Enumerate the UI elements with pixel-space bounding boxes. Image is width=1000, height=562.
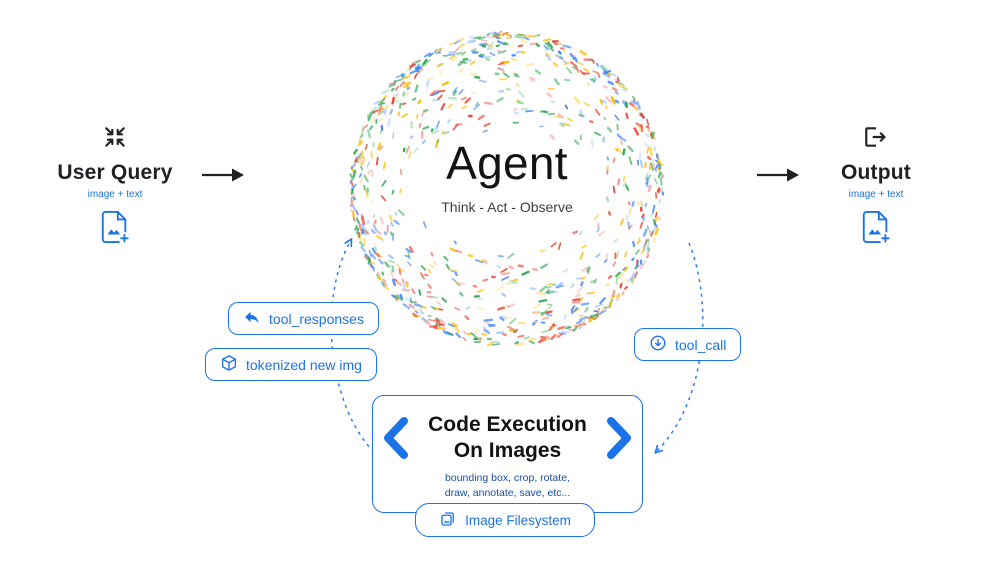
chevron-right-icon: [606, 416, 632, 465]
code-execution-caption-line2: draw, annotate, save, etc...: [444, 486, 571, 499]
dashed-loop-left: [330, 237, 375, 453]
circle-down-arrow-icon: [649, 334, 667, 355]
tool-responses-label: tool_responses: [269, 310, 364, 327]
collapse-arrows-icon: [102, 127, 128, 154]
output-subtitle: image + text: [848, 189, 904, 200]
image-filesystem-box: Image Filesystem: [415, 503, 595, 537]
user-query-node: User Query image + text: [35, 124, 195, 250]
tokenized-new-img-box: tokenized new img: [205, 348, 377, 381]
document-image-plus-icon: [35, 209, 195, 250]
code-execution-box: Code Execution On Images bounding box, c…: [372, 395, 643, 513]
document-image-plus-icon: [796, 209, 956, 250]
tool-responses-box: tool_responses: [228, 302, 379, 335]
agent-title: Agent: [446, 137, 568, 189]
output-title: Output: [840, 161, 911, 184]
image-filesystem-label: Image Filesystem: [465, 512, 571, 528]
user-query-title: User Query: [57, 161, 173, 184]
code-execution-title-line1: Code Execution: [428, 413, 587, 436]
agent-subtitle: Think - Act - Observe: [441, 199, 573, 215]
tool-call-label: tool_call: [675, 336, 727, 353]
output-node: Output image + text: [796, 124, 956, 250]
tool-call-box: tool_call: [634, 328, 742, 361]
output-icon: [863, 127, 889, 154]
code-execution-title-line2: On Images: [453, 438, 562, 462]
tokenized-new-img-label: tokenized new img: [246, 356, 362, 373]
cube-icon: [220, 354, 238, 375]
code-execution-caption-line1: bounding box, crop, rotate,: [445, 472, 570, 485]
agent-node: Agent Think - Act - Observe: [357, 136, 657, 215]
return-arrow-icon: [243, 308, 261, 329]
chevron-left-icon: [383, 416, 409, 465]
image-filesystem-icon: [439, 510, 457, 531]
user-query-subtitle: image + text: [87, 189, 143, 200]
agent-dot-sphere: [337, 19, 677, 359]
dashed-loop-right: [654, 242, 704, 454]
